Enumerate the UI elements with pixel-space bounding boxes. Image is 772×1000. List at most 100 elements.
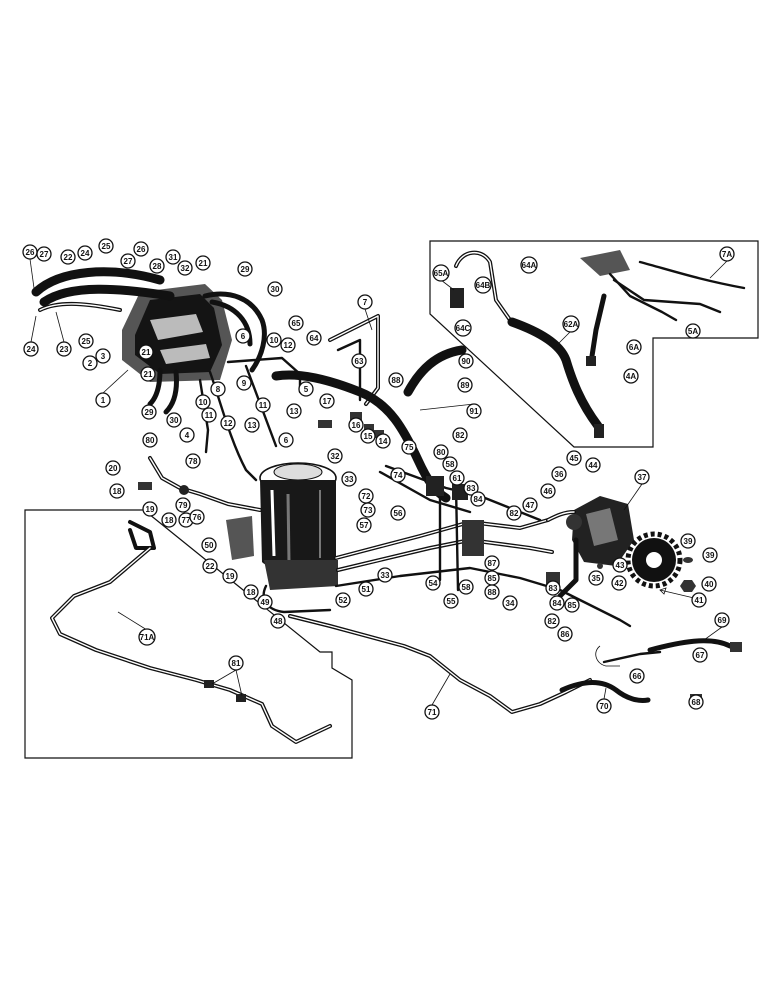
callout-circle: [433, 444, 449, 460]
part-callout: 84: [470, 491, 486, 507]
part-callout: 30: [166, 412, 182, 428]
part-callout: 65A: [432, 264, 450, 282]
callout-number: 6: [241, 332, 246, 341]
part-callout: 76: [189, 509, 205, 525]
callout-number: 45: [570, 454, 579, 463]
callout-circle: [228, 655, 244, 671]
callout-circle: [161, 512, 177, 528]
callout-number: 19: [146, 505, 155, 514]
part-callout: 54: [425, 575, 441, 591]
callout-circle: [60, 249, 76, 265]
callout-circle: [506, 505, 522, 521]
part-callout: 63: [351, 353, 367, 369]
callout-number: 42: [615, 579, 624, 588]
callout-number: 21: [199, 259, 208, 268]
part-callout: 15: [360, 428, 376, 444]
callout-number: 36: [555, 470, 564, 479]
part-callout: 22: [60, 249, 76, 265]
callout-number: 69: [718, 616, 727, 625]
part-callout: 83: [545, 580, 561, 596]
callout-circle: [623, 368, 639, 384]
callout-circle: [719, 246, 735, 262]
part-callout: 36: [551, 466, 567, 482]
part-callout: 39: [702, 547, 718, 563]
callout-circle: [454, 319, 472, 337]
callout-circle: [348, 417, 364, 433]
callout-circle: [280, 337, 296, 353]
part-callout: 32: [177, 260, 193, 276]
callout-number: 10: [270, 336, 279, 345]
part-callout: 17: [319, 393, 335, 409]
hydraulic-filter: [259, 462, 338, 614]
callout-circle: [109, 483, 125, 499]
part-callout: 28: [149, 258, 165, 274]
callout-circle: [319, 393, 335, 409]
part-callout: 56: [390, 505, 406, 521]
inset-hose-62a: [450, 250, 604, 438]
callout-number: 50: [205, 541, 214, 550]
callout-number: 57: [360, 521, 369, 530]
callout-number: 65A: [434, 269, 449, 278]
callout-number: 21: [144, 370, 153, 379]
callout-number: 12: [284, 341, 293, 350]
callout-circle: [466, 403, 482, 419]
callout-number: 8: [216, 385, 221, 394]
callout-circle: [463, 480, 479, 496]
callout-circle: [210, 381, 226, 397]
part-callout: 33: [377, 567, 393, 583]
part-callout: 10: [195, 394, 211, 410]
callout-number: 4: [185, 431, 190, 440]
callout-number: 63: [355, 357, 364, 366]
callout-circle: [165, 249, 181, 265]
part-callout: 16: [348, 417, 364, 433]
callout-number: 83: [549, 584, 558, 593]
callout-circle: [612, 557, 628, 573]
part-callout: 42: [611, 575, 627, 591]
part-callout: 64: [306, 330, 322, 346]
callout-number: 58: [446, 460, 455, 469]
part-callout: 6: [278, 432, 294, 448]
part-callout: 82: [506, 505, 522, 521]
callout-number: 64C: [456, 324, 471, 333]
part-callout: 21: [140, 366, 156, 382]
part-callout: 12: [280, 337, 296, 353]
callout-circle: [680, 533, 696, 549]
callout-circle: [562, 315, 580, 333]
callout-number: 64A: [522, 261, 537, 270]
part-callout: 89: [457, 377, 473, 393]
callout-number: 6: [284, 436, 289, 445]
part-callout: 18: [161, 512, 177, 528]
callout-number: 10: [199, 398, 208, 407]
part-callout: 80: [142, 432, 158, 448]
part-callout: 9: [236, 375, 252, 391]
inset-frame-upper: [429, 240, 759, 448]
callout-number: 82: [456, 431, 465, 440]
part-callout: 19: [142, 501, 158, 517]
part-callout: 25: [98, 238, 114, 254]
callout-number: 88: [392, 376, 401, 385]
callout-number: 75: [405, 443, 414, 452]
hose-66: [595, 638, 742, 706]
callout-number: 39: [706, 551, 715, 560]
callout-circle: [449, 470, 465, 486]
callout-number: 13: [290, 407, 299, 416]
tube-78: [138, 456, 262, 512]
callout-circle: [327, 448, 343, 464]
callout-number: 5: [304, 385, 309, 394]
callout-circle: [141, 404, 157, 420]
callout-number: 84: [474, 495, 483, 504]
callout-circle: [390, 505, 406, 521]
callout-number: 4A: [626, 372, 636, 381]
tube-71a: [50, 520, 332, 744]
callout-circle: [457, 377, 473, 393]
callout-circle: [388, 372, 404, 388]
callout-circle: [175, 497, 191, 513]
callout-circle: [236, 375, 252, 391]
callout-number: 40: [705, 580, 714, 589]
part-callout: 88: [484, 584, 500, 600]
part-callout: 48: [270, 613, 286, 629]
part-callout: 82: [544, 613, 560, 629]
callout-circle: [95, 392, 111, 408]
callout-number: 56: [394, 509, 403, 518]
part-callout: 2: [82, 355, 98, 371]
